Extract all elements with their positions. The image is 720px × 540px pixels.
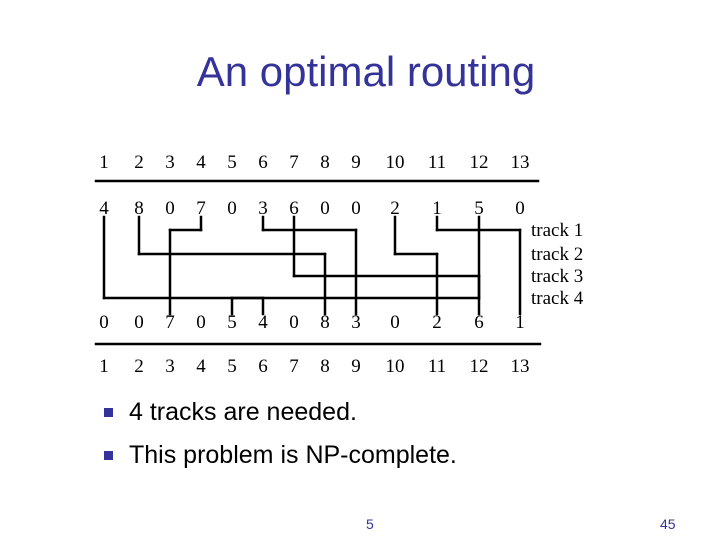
bullet-square-icon [104,451,113,460]
top-pin-number: 13 [511,152,530,173]
bottom-pin-number: 10 [386,356,405,377]
bottom-pin-number: 2 [134,356,144,377]
bottom-pin-net: 0 [134,312,144,333]
bottom-pin-number: 4 [196,356,206,377]
bottom-pin-number: 11 [428,356,446,377]
top-pin-net: 6 [289,198,299,219]
bottom-pin-net: 5 [227,312,237,333]
bottom-pin-net: 7 [165,312,175,333]
bottom-pin-number: 8 [320,356,330,377]
bottom-pin-net: 8 [320,312,330,333]
top-pin-net: 0 [227,198,237,219]
top-pin-number: 5 [227,152,237,173]
bottom-pin-number: 1 [99,356,109,377]
slide-title: An optimal routing [196,48,536,95]
top-pin-number: 4 [196,152,206,173]
bottom-pin-net: 1 [515,312,525,333]
top-pin-number: 3 [165,152,175,173]
top-pin-number: 6 [258,152,268,173]
track-label: track 3 [531,266,583,287]
bottom-pin-number: 13 [511,356,530,377]
top-pin-net: 4 [99,198,109,219]
top-pin-net: 0 [165,198,175,219]
top-pin-net: 8 [134,198,144,219]
top-pin-number: 1 [99,152,109,173]
bullet-square-icon [104,408,113,417]
bottom-pin-number: 12 [470,356,489,377]
top-pin-number: 10 [386,152,405,173]
top-pin-net: 0 [515,198,525,219]
top-pin-number: 8 [320,152,330,173]
bottom-pin-net: 0 [390,312,400,333]
bottom-pin-net: 4 [258,312,268,333]
bottom-pin-number: 6 [258,356,268,377]
bottom-pin-net: 2 [432,312,442,333]
bottom-pin-net: 0 [196,312,206,333]
track-label: track 4 [531,288,584,309]
top-pin-number: 12 [470,152,489,173]
top-pin-net: 0 [320,198,330,219]
slide-number: 45 [660,516,676,532]
top-pin-net: 3 [258,198,268,219]
footer-center-text: 5 [366,516,374,532]
top-pin-net: 1 [432,198,442,219]
bottom-pin-net: 0 [99,312,109,333]
top-pin-number: 9 [351,152,361,173]
bottom-pin-net: 6 [474,312,484,333]
bullet-text: 4 tracks are needed. [129,398,357,426]
bottom-pin-number: 9 [351,356,361,377]
top-pin-net: 2 [390,198,400,219]
top-pin-net: 0 [351,198,361,219]
bottom-pin-number: 5 [227,356,237,377]
top-pin-net: 7 [196,198,206,219]
top-pin-number: 2 [134,152,144,173]
bottom-pin-number: 7 [289,356,299,377]
bottom-pin-net: 0 [289,312,299,333]
bullet-text: This problem is NP-complete. [129,441,457,469]
bottom-pin-number: 3 [165,356,175,377]
bottom-pin-net: 3 [351,312,361,333]
track-label: track 2 [531,244,583,265]
top-pin-number: 7 [289,152,299,173]
track-label: track 1 [531,220,583,241]
top-pin-number: 11 [428,152,446,173]
top-pin-net: 5 [474,198,484,219]
